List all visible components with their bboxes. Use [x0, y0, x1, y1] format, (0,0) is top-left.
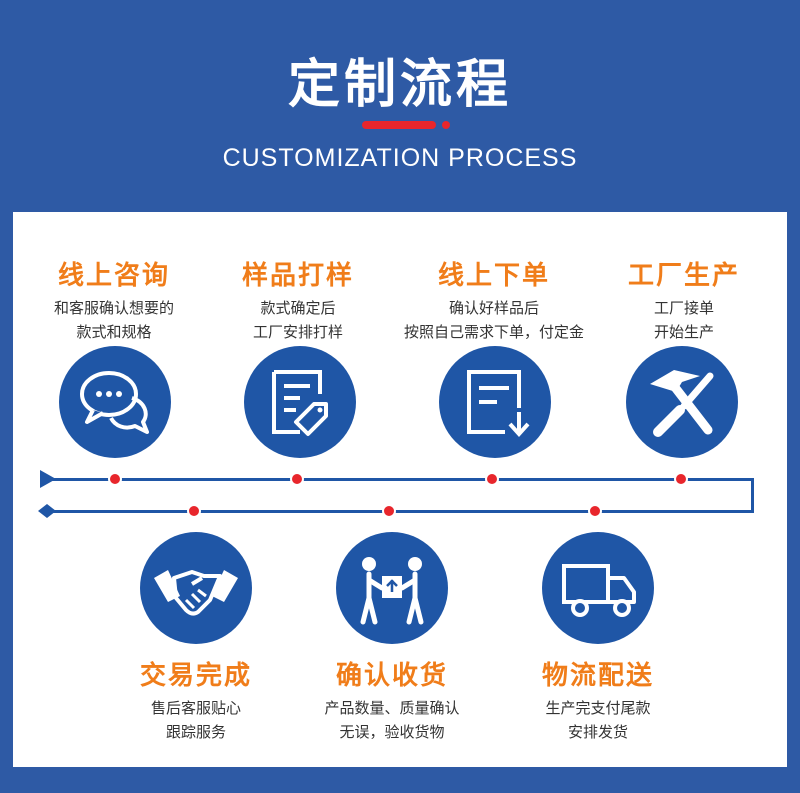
document-tag-icon [244, 346, 356, 458]
step-desc-line2: 无误，验收货物 [339, 723, 445, 741]
step-confirm-receipt: 确认收货 产品数量、质量确认 无误，验收货物 [292, 655, 492, 744]
step-deal-complete: 交易完成 售后客服贴心 跟踪服务 [96, 655, 296, 744]
step-sample: 样品打样 款式确定后 工厂安排打样 [198, 255, 398, 344]
step-desc-line2: 工厂安排打样 [252, 323, 343, 341]
step-desc-line1: 生产完支付尾款 [545, 699, 651, 717]
step-desc-line2: 按照自己需求下单，付定金 [403, 323, 584, 341]
step-online-order: 线上下单 确认好样品后 按照自己需求下单，付定金 [394, 255, 594, 344]
step-desc-line2: 跟踪服务 [165, 723, 226, 741]
title-underline-bar [362, 121, 436, 129]
step-logistics: 物流配送 生产完支付尾款 安排发货 [498, 655, 698, 744]
step-title: 线上咨询 [57, 261, 170, 291]
timeline-dot [189, 506, 199, 516]
step-desc-line2: 款式和规格 [76, 323, 152, 341]
step-title: 工厂生产 [627, 261, 740, 291]
step-desc-line1: 和客服确认想要的 [53, 299, 174, 317]
step-desc-line1: 产品数量、质量确认 [324, 699, 460, 717]
content-panel [13, 212, 787, 767]
step-desc-line2: 开始生产 [653, 323, 714, 341]
step-title: 物流配送 [541, 661, 654, 691]
page-subtitle: CUSTOMIZATION PROCESS [222, 144, 578, 172]
document-download-icon [439, 346, 551, 458]
timeline-dot [590, 506, 600, 516]
title-underline-dot [442, 121, 450, 129]
step-desc-line2: 安排发货 [567, 723, 628, 741]
step-title: 线上下单 [437, 261, 550, 291]
hammer-screwdriver-icon [626, 346, 738, 458]
handshake-icon [140, 532, 252, 644]
step-title: 交易完成 [139, 661, 252, 691]
step-production: 工厂生产 工厂接单 开始生产 [584, 255, 784, 344]
timeline-dot [676, 474, 686, 484]
step-title: 样品打样 [241, 261, 354, 291]
timeline-arrow-icon [38, 470, 56, 518]
timeline-top-line [40, 478, 754, 481]
page-title: 定制流程 [287, 55, 512, 115]
step-online-consult: 线上咨询 和客服确认想要的 款式和规格 [14, 255, 214, 344]
step-desc-line1: 款式确定后 [260, 299, 336, 317]
timeline-dot [110, 474, 120, 484]
timeline-dot [487, 474, 497, 484]
people-package-icon [336, 532, 448, 644]
timeline-dot [292, 474, 302, 484]
step-desc-line1: 确认好样品后 [448, 299, 539, 317]
timeline-bottom-line [44, 510, 754, 513]
step-title: 确认收货 [335, 661, 448, 691]
delivery-truck-icon [542, 532, 654, 644]
step-desc-line1: 售后客服贴心 [150, 699, 241, 717]
timeline-dot [384, 506, 394, 516]
timeline-connector [751, 478, 754, 513]
step-desc-line1: 工厂接单 [653, 299, 714, 317]
chat-bubbles-icon [59, 346, 171, 458]
